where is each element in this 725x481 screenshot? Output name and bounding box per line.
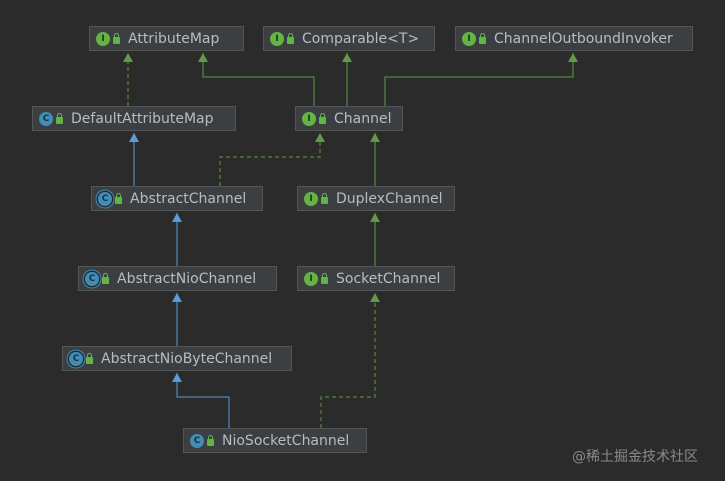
edge-niosocketchannel-abstractniobytechannel bbox=[176, 373, 230, 428]
node-label: Channel bbox=[334, 110, 392, 127]
arrowhead bbox=[172, 213, 182, 222]
abstract-class-icon: C bbox=[85, 271, 99, 286]
edge-abstractchannel-channel bbox=[219, 133, 321, 186]
arrowhead bbox=[342, 53, 352, 62]
node-label: NioSocketChannel bbox=[222, 432, 350, 449]
class-icon: C bbox=[39, 111, 53, 126]
lock-icon bbox=[287, 33, 294, 44]
lock-icon bbox=[113, 33, 120, 44]
watermark: @稀土掘金技术社区 bbox=[572, 449, 698, 465]
node-label: AbstractNioByteChannel bbox=[101, 350, 273, 367]
abstract-class-icon: C bbox=[69, 351, 83, 366]
lock-icon bbox=[102, 273, 109, 284]
arrowhead bbox=[172, 293, 182, 302]
arrowhead bbox=[370, 213, 380, 222]
node-label: AbstractNioChannel bbox=[117, 270, 257, 287]
node-channeloutboundinvoker[interactable]: I ChannelOutboundInvoker bbox=[455, 26, 693, 51]
lock-icon bbox=[321, 273, 328, 284]
node-socketchannel[interactable]: I SocketChannel bbox=[297, 266, 455, 291]
interface-icon: I bbox=[304, 271, 318, 286]
node-duplexchannel[interactable]: I DuplexChannel bbox=[297, 186, 455, 211]
node-defaultattributemap[interactable]: C DefaultAttributeMap bbox=[32, 106, 236, 131]
lock-icon bbox=[115, 193, 122, 204]
edge-niosocketchannel-socketchannel bbox=[320, 293, 376, 428]
arrowhead bbox=[198, 53, 208, 62]
edge-channel-outboundinvoker bbox=[384, 53, 574, 106]
interface-icon: I bbox=[302, 111, 316, 126]
node-label: DefaultAttributeMap bbox=[71, 110, 214, 127]
lock-icon bbox=[479, 33, 486, 44]
node-comparable[interactable]: I Comparable<T> bbox=[263, 26, 435, 51]
node-label: DuplexChannel bbox=[336, 190, 443, 207]
arrowhead bbox=[172, 373, 182, 382]
lock-icon bbox=[319, 113, 326, 124]
node-abstractniochannel[interactable]: C AbstractNioChannel bbox=[78, 266, 277, 291]
node-niosocketchannel[interactable]: C NioSocketChannel bbox=[183, 428, 367, 453]
abstract-class-icon: C bbox=[98, 191, 112, 206]
lock-icon bbox=[207, 435, 214, 446]
arrowhead bbox=[315, 133, 325, 142]
node-abstractniobytechannel[interactable]: C AbstractNioByteChannel bbox=[62, 346, 292, 371]
lock-icon bbox=[56, 113, 63, 124]
interface-icon: I bbox=[96, 31, 110, 46]
arrowhead bbox=[370, 293, 380, 302]
node-attributemap[interactable]: I AttributeMap bbox=[89, 26, 244, 51]
node-label: AttributeMap bbox=[128, 30, 220, 47]
arrowhead bbox=[568, 53, 578, 62]
node-label: AbstractChannel bbox=[130, 190, 247, 207]
arrowhead bbox=[129, 133, 139, 142]
edge-channel-attributemap bbox=[202, 53, 315, 106]
node-abstractchannel[interactable]: C AbstractChannel bbox=[91, 186, 263, 211]
arrowhead bbox=[370, 133, 380, 142]
class-icon: C bbox=[190, 433, 204, 448]
node-label: ChannelOutboundInvoker bbox=[494, 30, 673, 47]
lock-icon bbox=[321, 193, 328, 204]
interface-icon: I bbox=[270, 31, 284, 46]
node-label: Comparable<T> bbox=[302, 30, 420, 47]
lock-icon bbox=[86, 353, 93, 364]
interface-icon: I bbox=[462, 31, 476, 46]
node-channel[interactable]: I Channel bbox=[295, 106, 403, 131]
arrowhead bbox=[123, 53, 133, 62]
interface-icon: I bbox=[304, 191, 318, 206]
node-label: SocketChannel bbox=[336, 270, 441, 287]
